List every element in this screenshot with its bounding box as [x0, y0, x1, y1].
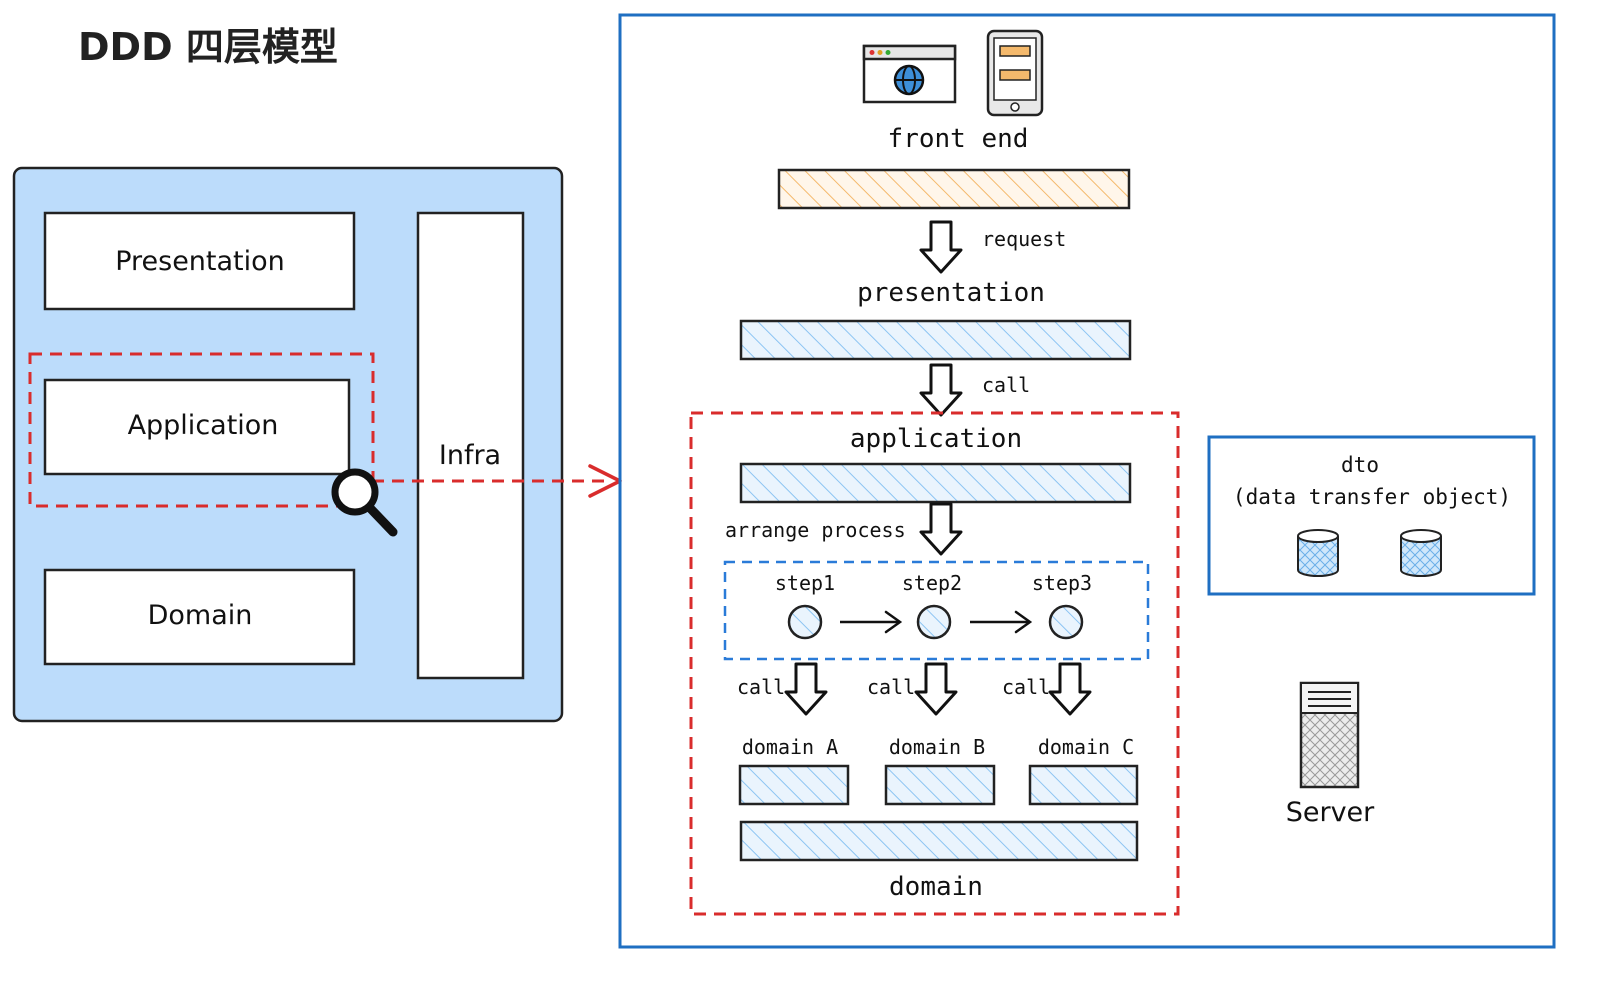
- domain-b-bar: [884, 764, 996, 806]
- arrow-down-icon: [919, 220, 963, 274]
- domain-bar: [739, 820, 1139, 862]
- front-end-label: front end: [888, 124, 1029, 154]
- domain-b-label: domain B: [889, 735, 985, 759]
- domain-label: domain: [889, 872, 983, 902]
- arrow-down-icon: [784, 662, 828, 716]
- step-label: step1: [775, 571, 835, 595]
- presentation-bar: [739, 319, 1132, 361]
- front-end-bar: [777, 168, 1131, 210]
- steps-region: [723, 560, 1150, 661]
- request-label: request: [982, 227, 1066, 251]
- presentation-label: presentation: [857, 278, 1045, 308]
- arrow-down-icon: [914, 662, 958, 716]
- step-label: step3: [1032, 571, 1092, 595]
- infra-layer-label: Infra: [439, 440, 501, 471]
- domain-c-bar: [1028, 764, 1139, 806]
- presentation-layer-box: Presentation: [43, 211, 356, 311]
- application-region: [689, 411, 1180, 916]
- right-panel: front end request presentation call appl…: [618, 13, 1556, 949]
- dto-subtitle: (data transfer object): [1233, 485, 1511, 509]
- step-node: [1048, 604, 1084, 640]
- arrow-right-icon: [840, 610, 903, 634]
- application-bar: [739, 462, 1132, 504]
- dto-title: dto: [1341, 453, 1379, 477]
- domain-a-label: domain A: [742, 735, 838, 759]
- step-node: [787, 604, 823, 640]
- server-icon: [1299, 681, 1360, 789]
- arrow-down-icon: [919, 502, 963, 556]
- arrow-down-icon: [919, 363, 963, 417]
- left-panel: Presentation Application Domain Infra: [12, 166, 622, 723]
- browser-globe-icon: [862, 44, 957, 104]
- domain-c-label: domain C: [1038, 735, 1134, 759]
- call-label: call: [867, 675, 915, 699]
- call-label: call: [1002, 675, 1050, 699]
- domain-a-bar: [738, 764, 850, 806]
- magnifier-icon: [331, 468, 398, 537]
- step-label: step2: [902, 571, 962, 595]
- arrange-process-label: arrange process: [725, 518, 906, 542]
- server-label: Server: [1286, 797, 1375, 828]
- database-icon: [1297, 529, 1339, 577]
- application-label: application: [850, 424, 1022, 454]
- call-label: call: [982, 373, 1030, 397]
- domain-layer-label: Domain: [148, 600, 253, 631]
- mobile-phone-icon: [986, 29, 1044, 117]
- arrow-right-icon: [970, 610, 1033, 634]
- database-icon: [1400, 529, 1442, 577]
- dto-box: dto (data transfer object): [1207, 435, 1536, 596]
- application-highlight: [28, 352, 375, 508]
- domain-layer-box: Domain: [43, 568, 356, 666]
- page-title: DDD 四层模型: [78, 25, 338, 69]
- application-layer-label: Application: [128, 410, 279, 441]
- step-node: [916, 604, 952, 640]
- arrow-down-icon: [1048, 662, 1092, 716]
- application-layer-box: Application: [43, 378, 351, 476]
- presentation-layer-label: Presentation: [115, 246, 285, 277]
- call-label: call: [737, 675, 785, 699]
